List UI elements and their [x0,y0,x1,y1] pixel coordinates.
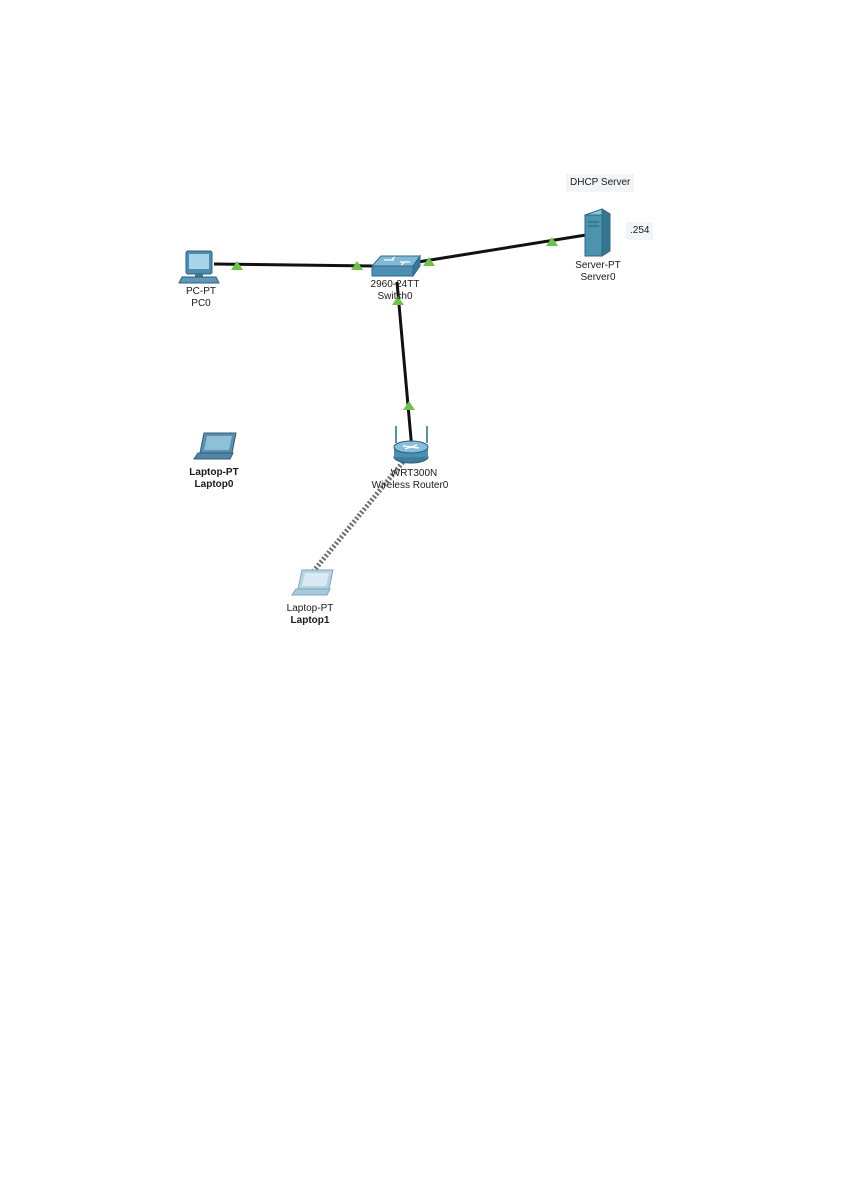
link-switch0-router0[interactable] [397,282,412,450]
router0-model-label: WRT300N [391,468,438,480]
server0-model-label: Server-PT [575,260,621,272]
laptop-icon[interactable] [292,570,333,595]
laptop1-model-label: Laptop-PT [287,603,334,615]
server0-name-label: Server0 [580,272,615,284]
router0-name-label: Wireless Router0 [372,480,449,492]
laptop0-name-label: Laptop0 [195,479,234,491]
switch-icon[interactable] [372,256,420,276]
desktop-pc-icon[interactable] [179,251,219,283]
link-switch0-server0[interactable] [418,235,586,262]
server-tower-icon[interactable] [585,209,610,256]
wireless-link-router0-laptop1 [312,462,403,573]
laptop1-name-label: Laptop1 [291,615,330,627]
switch0-model-label: 2960-24TT [371,279,420,291]
pc0-model-label: PC-PT [186,286,216,298]
link-up-icon [403,401,415,410]
server-ip-note: .254 [626,222,653,240]
switch0-name-label: Switch0 [377,291,412,303]
dhcp-server-note: DHCP Server [566,174,634,192]
laptop-icon[interactable] [194,433,236,459]
pc0-name-label: PC0 [191,298,210,310]
laptop0-model-label: Laptop-PT [189,467,238,479]
